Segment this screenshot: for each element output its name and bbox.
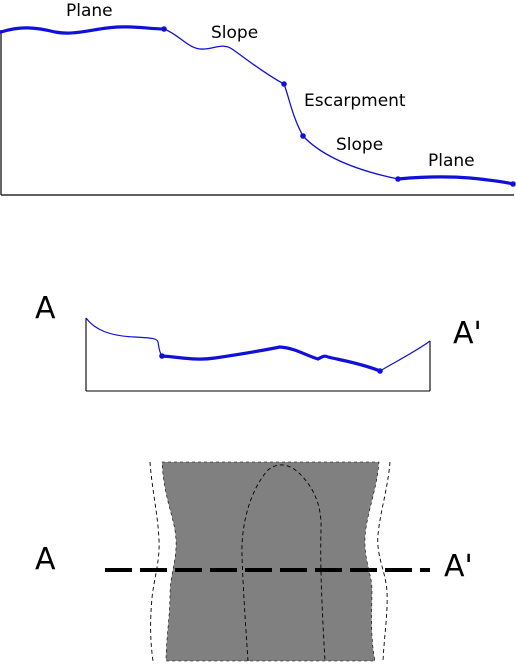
plane-right-segment — [396, 175, 515, 186]
break-point — [161, 26, 167, 32]
valley-fill-area — [161, 461, 380, 662]
break-point — [281, 81, 287, 87]
map-label-a: A — [35, 542, 56, 577]
break-point — [159, 353, 165, 359]
plane-left-segment — [0, 25, 166, 35]
slope-lower-segment — [302, 135, 399, 180]
section-label-a-prime: A' — [453, 316, 482, 351]
escarpment-segment — [283, 83, 304, 137]
label-plane-right: Plane — [428, 151, 475, 171]
section-label-a: A — [35, 291, 56, 326]
label-escarpment: Escarpment — [304, 91, 406, 111]
break-point — [510, 181, 516, 187]
slope-upper-segment — [163, 28, 285, 85]
break-point — [300, 133, 306, 139]
label-slope-lower: Slope — [336, 135, 383, 155]
label-plane-left: Plane — [66, 1, 113, 21]
map-view: A A' — [35, 461, 473, 662]
outer-boundary-right — [377, 461, 391, 662]
cross-section: A A' — [35, 291, 482, 392]
slope-profile: Plane Slope Escarpment Slope Plane — [0, 1, 516, 196]
outer-boundary-left — [149, 461, 160, 662]
break-point — [395, 176, 401, 182]
break-point — [377, 368, 383, 374]
section-left-wall — [85, 317, 163, 357]
section-right-wall — [379, 340, 431, 372]
map-label-a-prime: A' — [444, 549, 473, 584]
section-valley-floor — [160, 345, 382, 373]
escarpment-outline — [241, 464, 326, 662]
label-slope-upper: Slope — [211, 23, 258, 43]
